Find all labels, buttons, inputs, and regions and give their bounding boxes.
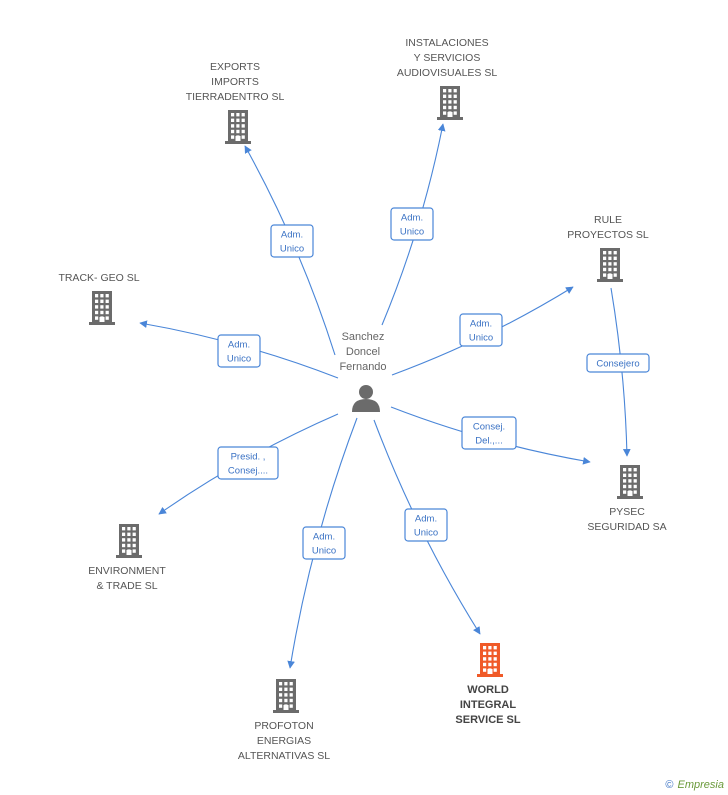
relation-badge[interactable]	[461, 416, 517, 450]
relation-badge[interactable]	[302, 526, 346, 560]
company-name-instalaciones[interactable]: INSTALACIONES	[405, 37, 488, 49]
building-icon[interactable]	[597, 248, 623, 282]
building-icon[interactable]	[617, 465, 643, 499]
company-name-exports[interactable]: TIERRADENTRO SL	[186, 91, 285, 103]
edge-environment: Presid. , Consej....	[158, 413, 339, 515]
edge-exports: Adm. Unico	[244, 145, 336, 356]
edge-profoton: Adm. Unico	[287, 417, 358, 669]
relation-badge[interactable]	[586, 353, 650, 373]
company-name-exports[interactable]: IMPORTS	[211, 76, 259, 88]
company-name-world[interactable]: INTEGRAL	[460, 699, 517, 711]
relation-label: Adm.	[281, 230, 303, 241]
relation-badge[interactable]	[459, 313, 503, 347]
building-icon[interactable]	[477, 643, 503, 677]
relation-badge[interactable]	[404, 508, 448, 542]
relation-label: Consejero	[596, 359, 639, 370]
company-name-rule[interactable]: PROYECTOS SL	[567, 229, 649, 241]
company-name-environment[interactable]: ENVIRONMENT	[88, 565, 166, 577]
relation-label: Unico	[400, 227, 424, 238]
company-name-exports[interactable]: EXPORTS	[210, 61, 260, 73]
relation-label: Unico	[414, 528, 438, 539]
person-name[interactable]: Doncel	[346, 346, 380, 358]
relation-badge[interactable]	[217, 334, 261, 368]
company-name-instalaciones[interactable]: Y SERVICIOS	[414, 52, 481, 64]
relation-label: Unico	[227, 354, 251, 365]
relation-label: Consej....	[228, 466, 268, 477]
company-name-world[interactable]: WORLD	[467, 684, 509, 696]
company-name-pysec[interactable]: SEGURIDAD SA	[587, 521, 666, 533]
relation-label: Unico	[312, 546, 336, 557]
brand-logo: Empresia	[677, 779, 724, 791]
relation-label: Adm.	[415, 514, 437, 525]
edge-world: Adm. Unico	[373, 419, 481, 635]
company-name-profoton[interactable]: ENERGIAS	[257, 735, 311, 747]
building-icon[interactable]	[273, 679, 299, 713]
edge-rule: Adm. Unico	[391, 286, 574, 376]
company-name-pysec[interactable]: PYSEC	[609, 506, 645, 518]
footer-brand[interactable]: ©Empresia	[665, 779, 724, 791]
building-icon[interactable]	[437, 86, 463, 120]
copyright-symbol: ©	[665, 779, 674, 791]
edge-rulepysec: Consejero	[586, 287, 650, 457]
person-icon[interactable]	[352, 385, 380, 412]
person-name[interactable]: Sanchez	[342, 331, 385, 343]
relation-label: Adm.	[313, 532, 335, 543]
relation-badge[interactable]	[390, 207, 434, 241]
building-icon[interactable]	[225, 110, 251, 144]
building-icon[interactable]	[89, 291, 115, 325]
company-name-world[interactable]: SERVICE SL	[455, 714, 520, 726]
edge-track: Adm. Unico	[139, 320, 339, 379]
company-name-profoton[interactable]: PROFOTON	[254, 720, 313, 732]
relation-label: Adm.	[228, 340, 250, 351]
relation-label: Unico	[280, 244, 304, 255]
company-name-instalaciones[interactable]: AUDIOVISUALES SL	[397, 67, 498, 79]
relation-label: Adm.	[470, 319, 492, 330]
company-name-track[interactable]: TRACK- GEO SL	[58, 272, 139, 284]
edge-instalaciones: Adm. Unico	[381, 123, 446, 326]
company-name-rule[interactable]: RULE	[594, 214, 622, 226]
relation-label: Consej.	[473, 422, 505, 433]
relation-label: Adm.	[401, 213, 423, 224]
company-name-environment[interactable]: & TRADE SL	[96, 580, 157, 592]
building-icon[interactable]	[116, 524, 142, 558]
relation-label: Del.,...	[475, 436, 502, 447]
company-name-profoton[interactable]: ALTERNATIVAS SL	[238, 750, 330, 762]
person-name[interactable]: Fernando	[339, 361, 386, 373]
relation-badge[interactable]	[270, 224, 314, 258]
relation-label: Presid. ,	[231, 452, 266, 463]
relation-label: Unico	[469, 333, 493, 344]
relation-badge[interactable]	[217, 446, 279, 480]
edge-pysec: Consej. Del.,...	[390, 406, 591, 465]
